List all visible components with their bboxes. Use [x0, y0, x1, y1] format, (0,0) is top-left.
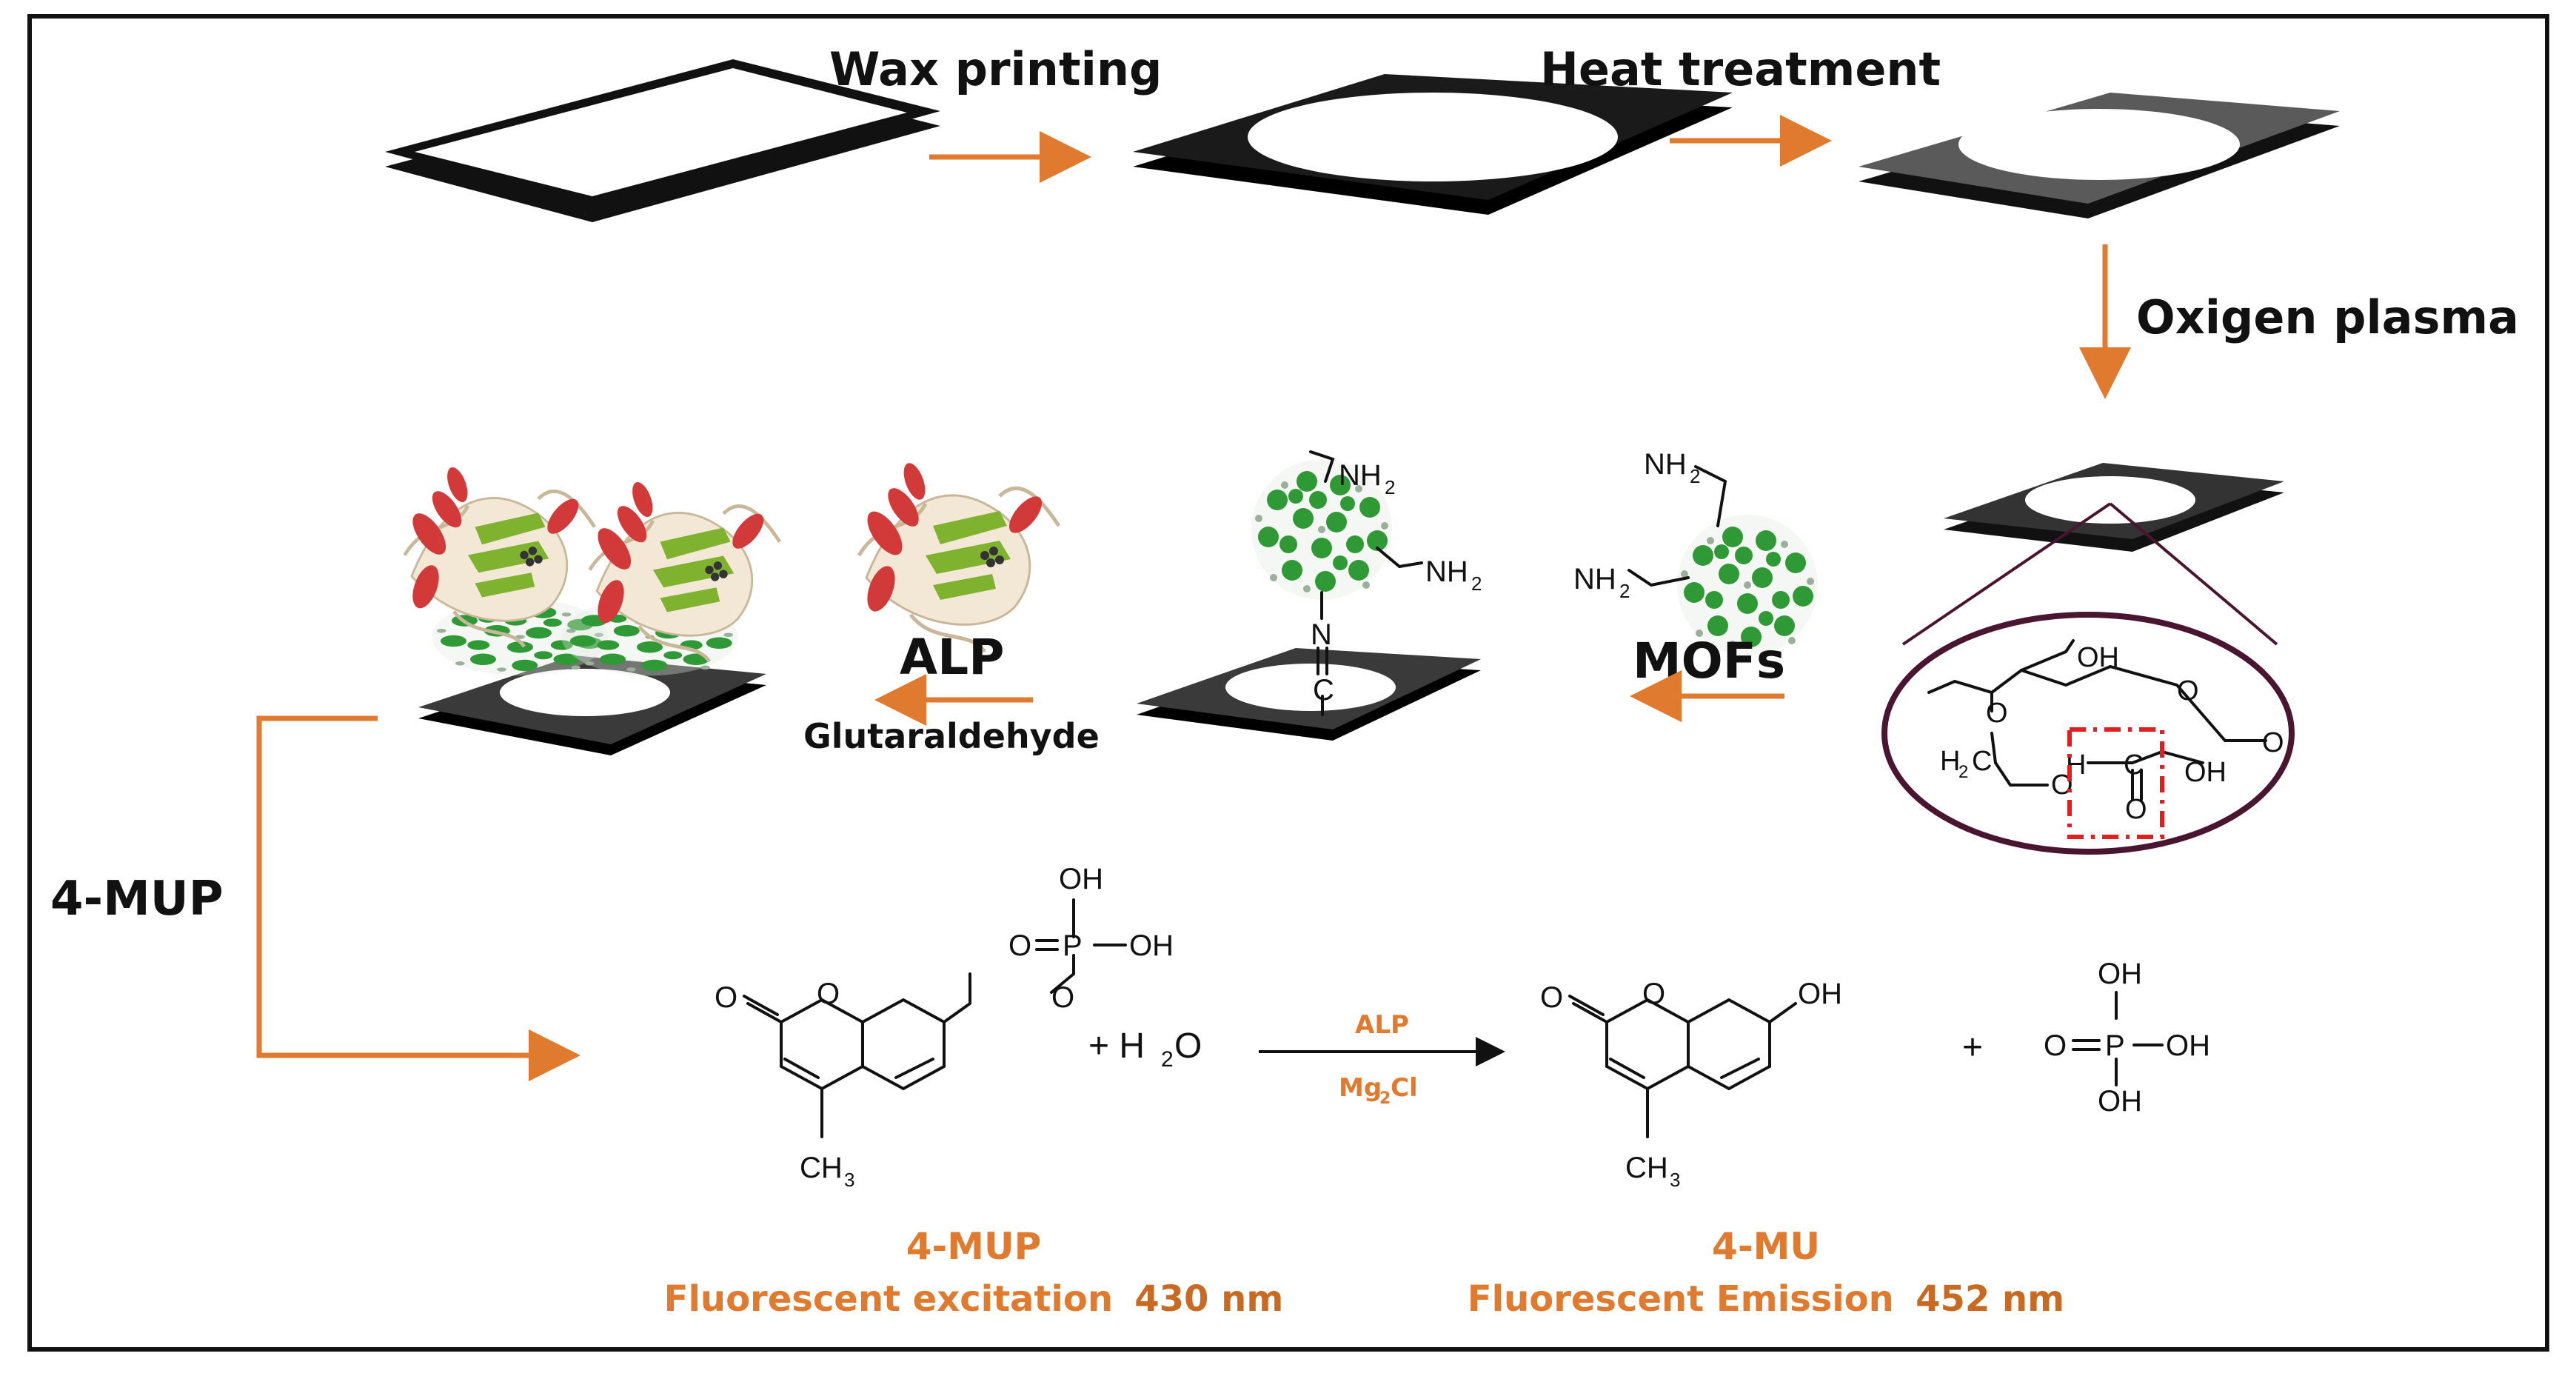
label-pa-o: O — [2044, 1029, 2067, 1062]
label-nh2-d-sub: 2 — [1471, 572, 1482, 595]
label-4mup-oh2: OH — [1129, 929, 1174, 962]
molecule-4mup: O O OH O P OH O CH 3 — [715, 863, 1174, 1191]
zoom-lens — [1881, 612, 2295, 855]
label-4mup-oh1: OH — [1059, 863, 1103, 895]
caption-4mup-line: Fluorescent excitation 430 nm — [664, 1278, 1284, 1320]
label-4mup-carbonyl-o: O — [715, 981, 737, 1014]
label-water-sub: 2 — [1161, 1047, 1174, 1072]
arrow-4mup-feed — [256, 715, 581, 1081]
label-4mu-oh: OH — [1798, 978, 1842, 1010]
caption-4mup-value: 430 nm — [1134, 1278, 1283, 1320]
label-nh2-a-sub: 2 — [1690, 465, 1700, 487]
label-nh2-c-sub: 2 — [1385, 476, 1395, 498]
mof-functionalized-plate: N C NH 2 NH 2 — [1137, 450, 1482, 741]
heat-treated-plate — [1859, 93, 2340, 218]
caption-4mup-desc: Fluorescent excitation — [664, 1278, 1113, 1320]
molecule-phosphoric-acid: OH O P OH OH — [2044, 958, 2210, 1118]
label-reaction-alp: ALP — [1355, 1010, 1409, 1040]
caption-4mu-line: Fluorescent Emission 452 nm — [1468, 1278, 2064, 1320]
label-o-left: O — [1986, 698, 2008, 729]
label-o-ring: O — [2177, 675, 2199, 707]
label-plus-product: + — [1962, 1028, 1983, 1067]
label-nh2-b: NH — [1573, 563, 1616, 595]
label-4mu-ring-o: O — [1642, 978, 1665, 1010]
enzyme-immobilized-plate — [405, 464, 780, 755]
label-reaction-mg: Mg — [1339, 1073, 1382, 1103]
label-4mu-ch3: CH — [1625, 1152, 1668, 1184]
label-h2c-sub: 2 — [1958, 762, 1968, 782]
label-4mup-p: P — [1063, 929, 1083, 962]
label-o-right: O — [2262, 727, 2284, 758]
label-4mup-ch3-sub: 3 — [844, 1169, 854, 1191]
label-4mup-ch3: CH — [800, 1152, 843, 1184]
label-nh2-d: NH — [1425, 555, 1468, 588]
caption-4mu-desc: Fluorescent Emission — [1468, 1278, 1894, 1320]
alp-enzyme-icon — [859, 460, 1059, 652]
label-h2c: H — [1940, 746, 1960, 777]
label-4mup-ring-o: O — [817, 978, 840, 1010]
label-4mup-feed: 4-MUP — [50, 872, 224, 926]
label-4mu-ch3-sub: 3 — [1670, 1169, 1680, 1191]
label-oxygen-plasma: Oxigen plasma — [2136, 290, 2519, 344]
label-imine-n: N — [1311, 618, 1332, 651]
label-nh2-a: NH — [1644, 448, 1687, 481]
label-aldehyde-o: O — [2125, 794, 2147, 825]
label-h2c-c: C — [1972, 746, 1992, 777]
wax-printed-plate — [1133, 74, 1733, 215]
plasma-treated-plate — [1944, 463, 2284, 552]
label-reaction-mg-sub: 2 — [1379, 1089, 1391, 1108]
label-nh2-c: NH — [1339, 459, 1382, 492]
figure-frame — [27, 14, 2549, 1352]
label-pa-p: P — [2105, 1029, 2125, 1062]
caption-4mu-value: 452 nm — [1916, 1278, 2064, 1320]
oxidized-cellulose-structure: OH O O H 2 C O H C O OH O — [1927, 639, 2284, 839]
zoom-line-left — [1901, 502, 2112, 646]
label-glutaraldehyde: Glutaraldehyde — [803, 716, 1100, 756]
label-heat-treatment: Heat treatment — [1540, 42, 1941, 96]
label-4mu-carbonyl-o: O — [1540, 981, 1563, 1014]
label-aldehyde-c: C — [2124, 749, 2144, 781]
caption-4mup-name: 4-MUP — [906, 1225, 1042, 1268]
amine-mof-particle: NH 2 NH 2 — [1573, 448, 1818, 655]
label-4mup-ester-o: O — [1051, 981, 1074, 1014]
label-imine-c: C — [1313, 674, 1334, 707]
label-reaction-cl: Cl — [1391, 1073, 1418, 1103]
aldehyde-highlight-box — [2067, 727, 2164, 839]
label-pa-oh-top: OH — [2098, 958, 2142, 990]
label-4mup-po: O — [1008, 929, 1031, 962]
label-pa-oh-right: OH — [2166, 1029, 2210, 1062]
label-water-o: O — [1174, 1026, 1202, 1066]
paper-sheet — [385, 59, 940, 222]
zoom-line-right — [2109, 502, 2278, 646]
label-alp: ALP — [900, 629, 1005, 686]
label-wax-printing: Wax printing — [829, 42, 1162, 96]
label-pa-oh-bottom: OH — [2098, 1085, 2142, 1118]
molecule-4mu: O O OH CH 3 — [1540, 978, 1842, 1191]
label-plus-water: + H — [1088, 1026, 1145, 1066]
label-nh2-b-sub: 2 — [1619, 580, 1630, 602]
label-oh-top: OH — [2077, 642, 2119, 673]
label-mofs: MOFs — [1633, 632, 1785, 690]
label-oh-bottom: OH — [2184, 757, 2227, 788]
caption-4mu-name: 4-MU — [1712, 1225, 1820, 1268]
